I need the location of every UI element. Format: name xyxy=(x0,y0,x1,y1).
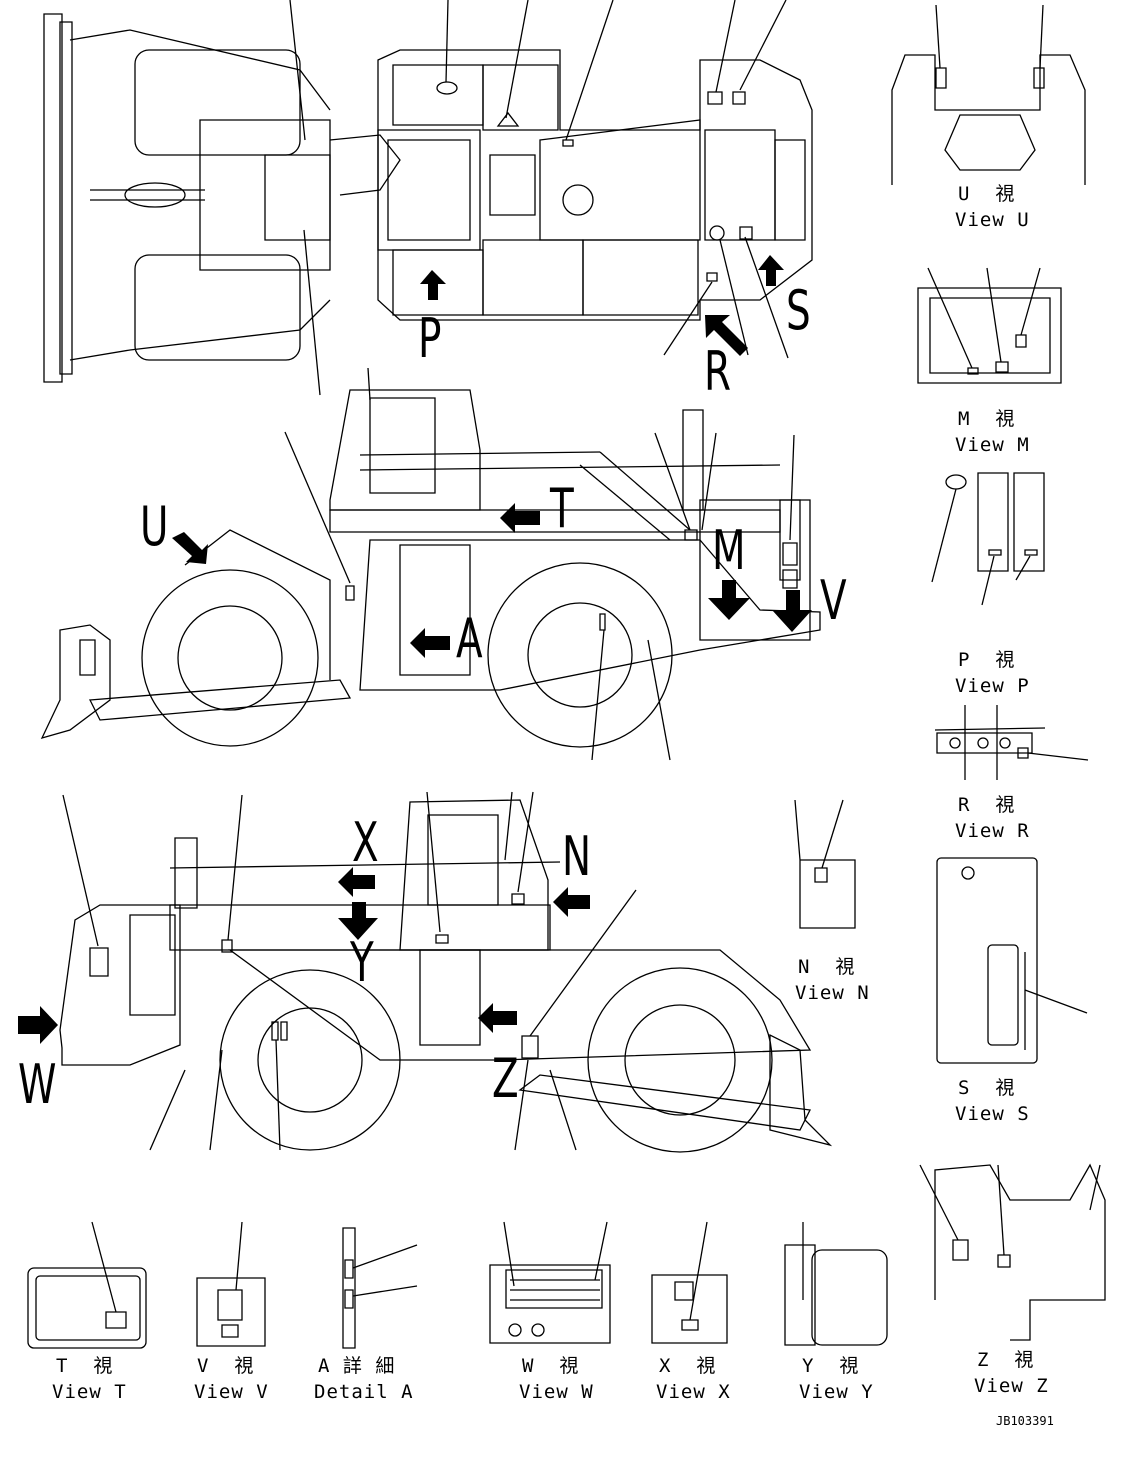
caption-view-w-jp: W 視 xyxy=(522,1355,580,1377)
view-m-drawing xyxy=(918,268,1061,383)
caption-view-w-en: View W xyxy=(519,1381,594,1403)
label-p: P xyxy=(418,307,442,370)
view-n-drawing xyxy=(795,800,855,928)
top-plan-view xyxy=(44,0,812,395)
view-r-drawing xyxy=(935,705,1088,780)
caption-view-z-jp: Z 視 xyxy=(977,1349,1035,1371)
left-side-view xyxy=(42,368,820,760)
label-x: X xyxy=(352,811,379,874)
caption-view-n-en: View N xyxy=(795,982,870,1004)
arrow-p xyxy=(420,270,446,300)
caption-view-v-jp: V 視 xyxy=(197,1355,255,1377)
caption-view-p-en: View P xyxy=(955,675,1030,697)
arrow-a xyxy=(410,628,450,658)
caption-view-p-jp: P 視 xyxy=(958,649,1016,671)
view-y-drawing xyxy=(785,1222,887,1345)
label-n: N xyxy=(562,825,592,888)
arrow-v xyxy=(772,590,812,632)
view-w-drawing xyxy=(490,1222,610,1343)
drawing-code: JB103391 xyxy=(996,1414,1054,1428)
caption-view-t-en: View T xyxy=(52,1381,127,1403)
view-s-drawing xyxy=(937,858,1087,1063)
label-z: Z xyxy=(492,1047,519,1110)
arrow-u xyxy=(172,532,208,564)
view-p-drawing xyxy=(932,473,1044,605)
caption-view-x-en: View X xyxy=(656,1381,731,1403)
view-x-drawing xyxy=(652,1222,727,1343)
label-s: S xyxy=(786,279,811,342)
view-z-drawing xyxy=(920,1165,1105,1340)
label-r: R xyxy=(704,340,732,403)
caption-view-u-en: View U xyxy=(955,209,1030,231)
caption-view-m-jp: M 視 xyxy=(958,408,1016,430)
label-u: U xyxy=(140,495,169,558)
caption-view-x-jp: X 視 xyxy=(659,1355,717,1377)
caption-view-v-en: View V xyxy=(194,1381,269,1403)
label-t: T xyxy=(550,477,574,540)
label-a: A xyxy=(456,607,483,670)
caption-view-r-jp: R 視 xyxy=(958,794,1016,816)
caption-view-r-en: View R xyxy=(955,820,1030,842)
arrow-y xyxy=(338,902,378,940)
caption-view-y-en: View Y xyxy=(799,1381,874,1403)
caption-view-s-jp: S 視 xyxy=(958,1077,1016,1099)
label-v: V xyxy=(820,569,847,632)
arrow-n xyxy=(553,887,590,917)
caption-detail-a-jp: A 詳 細 xyxy=(318,1355,396,1377)
caption-view-m-en: View M xyxy=(955,434,1030,456)
arrow-r xyxy=(705,315,748,356)
caption-view-z-en: View Z xyxy=(974,1375,1049,1397)
arrow-m xyxy=(708,580,750,620)
view-u-drawing xyxy=(892,5,1085,185)
arrow-t xyxy=(500,503,540,533)
view-v-drawing xyxy=(197,1222,265,1346)
caption-view-n-jp: N 視 xyxy=(798,956,856,978)
arrow-s xyxy=(758,255,784,286)
caption-view-t-jp: T 視 xyxy=(56,1355,114,1377)
right-side-view xyxy=(60,792,830,1152)
label-y: Y xyxy=(350,931,374,994)
caption-view-s-en: View S xyxy=(955,1103,1030,1125)
caption-detail-a-en: Detail A xyxy=(314,1381,414,1403)
label-w: W xyxy=(18,1053,57,1116)
arrow-x xyxy=(338,867,375,897)
caption-view-y-jp: Y 視 xyxy=(802,1355,860,1377)
caption-view-u-jp: U 視 xyxy=(958,183,1016,205)
label-m: M xyxy=(712,519,746,582)
arrow-w xyxy=(18,1006,58,1044)
view-t-drawing xyxy=(28,1222,146,1348)
arrow-z xyxy=(478,1003,517,1033)
detail-a-drawing xyxy=(343,1228,417,1348)
